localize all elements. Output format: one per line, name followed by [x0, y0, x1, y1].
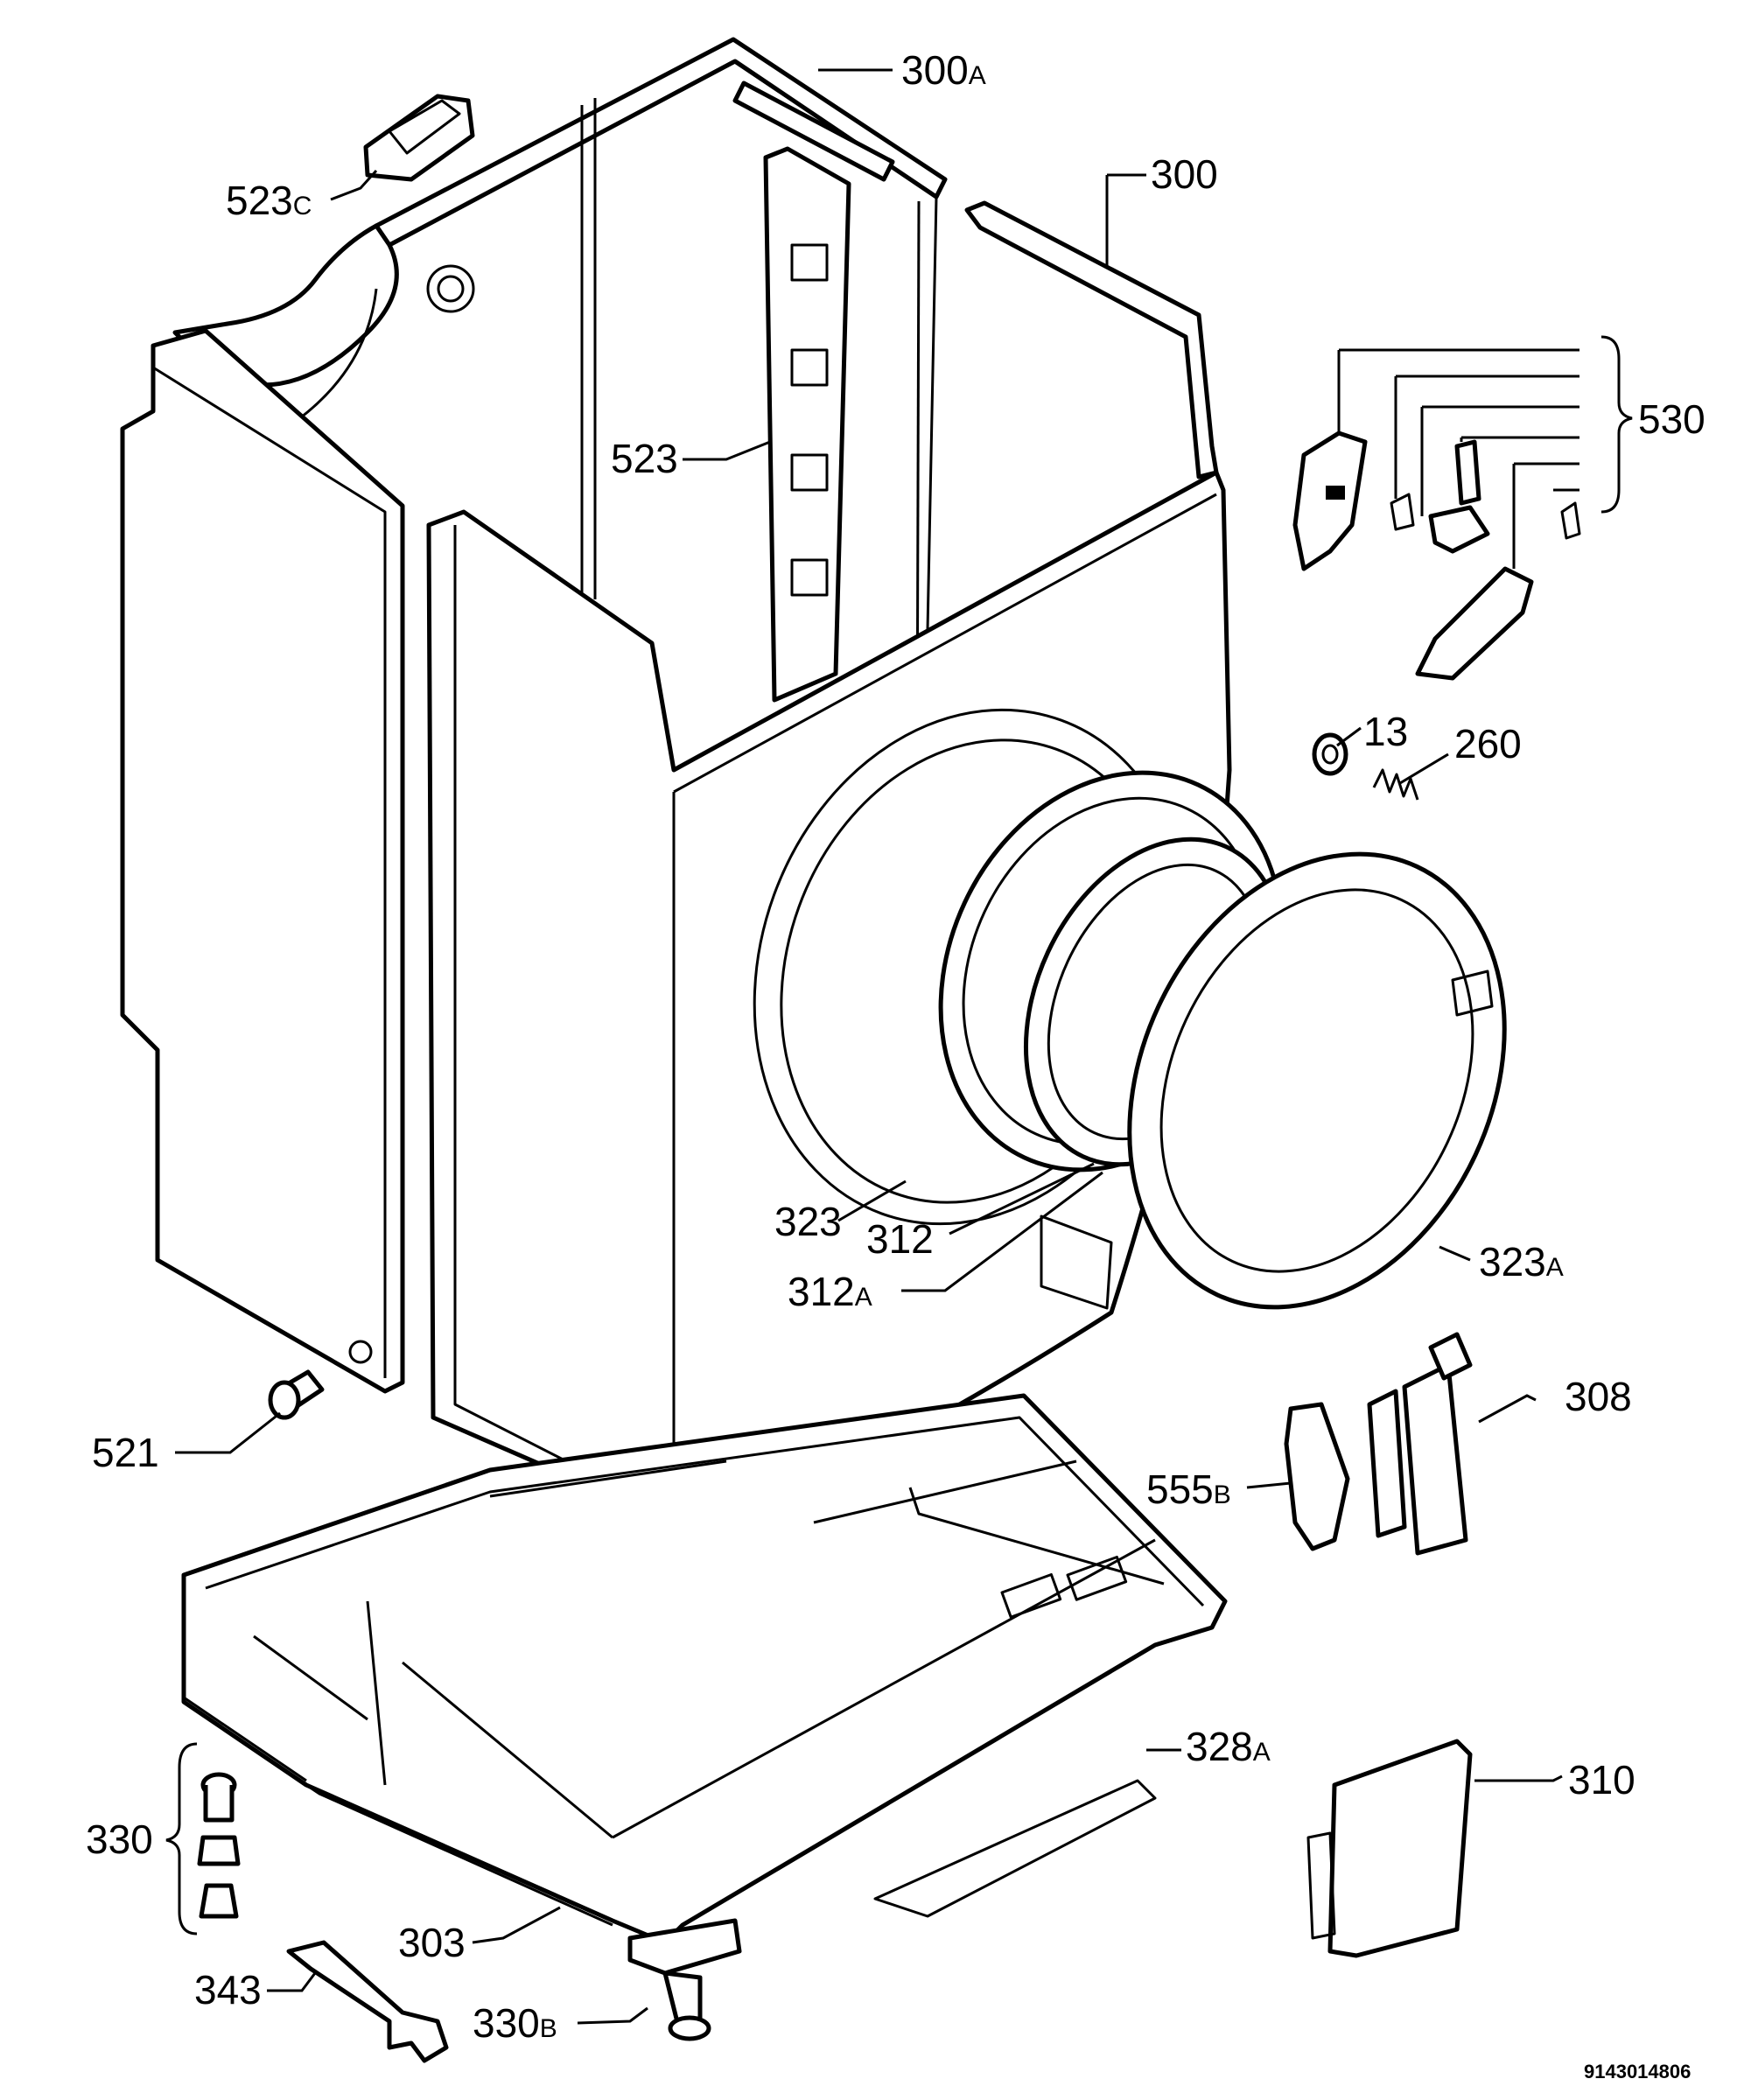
wrench-part: [286, 1940, 449, 2063]
callout-343: 343: [194, 1967, 262, 2012]
callout-521: 521: [92, 1430, 159, 1475]
hinge-part: [1367, 1332, 1473, 1556]
callout-303: 303: [398, 1920, 466, 1965]
bushing-part: [1312, 732, 1348, 776]
cabinet-part: [120, 37, 1232, 1543]
callout-13: 13: [1363, 709, 1408, 754]
callout-312: 312: [866, 1216, 934, 1262]
callout-308: 308: [1565, 1374, 1632, 1419]
callout-323a: 323A: [1479, 1239, 1564, 1284]
leader-lines: [175, 68, 1563, 2025]
callout-523c: 523C: [226, 178, 312, 223]
callout-523: 523: [611, 436, 678, 481]
spring-part: [1372, 768, 1419, 801]
cover-part: [1306, 1739, 1473, 1958]
callout-310: 310: [1568, 1757, 1635, 1802]
hinge-plate-part: [1284, 1402, 1350, 1551]
base-frame-part: [181, 1393, 1228, 1945]
drawer-plate-part: [873, 1779, 1157, 1918]
drawing-code: 9143014806: [1584, 2061, 1691, 2082]
callout-300: 300: [1151, 151, 1218, 197]
callout-330: 330: [86, 1816, 153, 1862]
clip-part: [363, 94, 475, 182]
callout-530: 530: [1638, 396, 1705, 442]
bracket-part: [763, 146, 851, 703]
callout-323: 323: [774, 1199, 842, 1244]
foot-hardware-part: [165, 1742, 241, 1936]
callout-300a: 300A: [901, 47, 986, 93]
callout-328a: 328A: [1186, 1724, 1271, 1769]
callout-312a: 312A: [788, 1269, 872, 1314]
door-part: [1127, 851, 1507, 1310]
door-lock-assembly: [1292, 335, 1633, 681]
adjustable-foot-part: [627, 1918, 742, 2041]
top-strip-part: [732, 80, 895, 182]
callout-330b: 330B: [473, 2000, 557, 2046]
callout-labels: 300A 300 523C 523 530 13 260 323 312 312…: [86, 47, 1705, 2046]
screw-part: [268, 1369, 325, 1420]
callout-260: 260: [1454, 721, 1522, 766]
callout-555b: 555B: [1146, 1466, 1231, 1512]
